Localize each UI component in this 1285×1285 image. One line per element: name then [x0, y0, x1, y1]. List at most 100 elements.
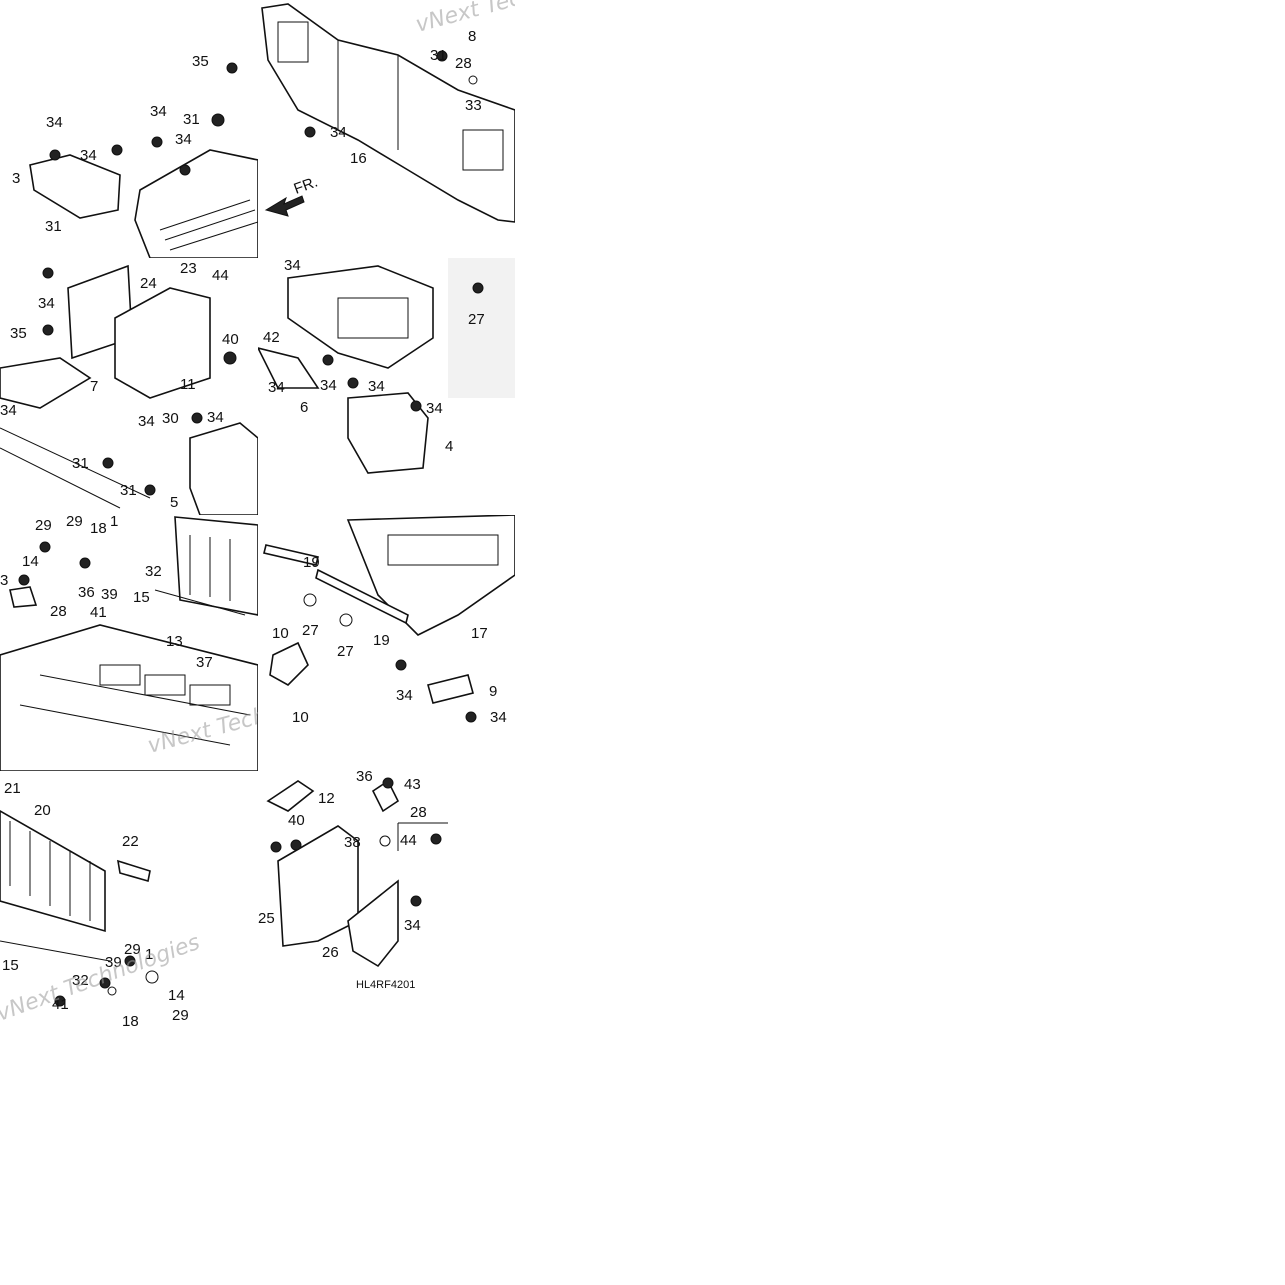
part-clip-10: [269, 641, 309, 686]
callout: 27: [468, 311, 485, 328]
callout: 34: [284, 258, 301, 274]
callout: 34: [46, 114, 63, 131]
diagram-tile-bottom-left: 21 20 22 15 39 29 1 32 41 14 29 18 vNext…: [0, 771, 258, 1028]
part-bracket-3: [29, 154, 121, 219]
callout: 25: [258, 910, 275, 927]
callout: 9: [489, 683, 497, 700]
callout: 10: [272, 625, 289, 642]
callout: 26: [322, 944, 339, 961]
callout: 8: [468, 28, 476, 45]
fastener: [151, 136, 163, 148]
callout: 34: [490, 709, 507, 726]
diagram-tile-bottom-right: 36 43 12 28 40 38 44 25 26 34 HL4RF4201: [258, 771, 515, 1028]
fastener: [79, 557, 91, 569]
washer: [339, 613, 353, 627]
callout: 11: [180, 376, 196, 393]
callout: 21: [4, 780, 21, 797]
washer: [468, 75, 478, 85]
part-rail-19b: [315, 568, 409, 625]
callout: 16: [350, 150, 367, 167]
upper-left-drawing: 35 34 34 34 34 31 3 31: [12, 53, 258, 258]
part-rail-7: [0, 357, 92, 409]
callout: 33: [465, 97, 482, 114]
callout: 44: [212, 267, 229, 284]
part-panel-26: [347, 879, 399, 968]
fastener: [304, 126, 316, 138]
fastener: [395, 659, 407, 671]
callout: 28: [410, 804, 427, 821]
callout: 36: [78, 584, 95, 601]
part-panel-16: [261, 3, 515, 223]
callout: 28: [50, 603, 67, 620]
callout: 34: [320, 377, 337, 394]
callout: 36: [356, 771, 373, 785]
callout: 41: [90, 604, 107, 621]
fastener: [179, 164, 191, 176]
callout: 14: [22, 553, 39, 570]
lower-right-drawing: 19 27 19 27 10 10 34 9 34 17: [263, 515, 515, 726]
callout: 38: [344, 834, 361, 851]
part-tailgate-20: [0, 810, 106, 933]
mid-right-drawing: 34 42 6 34 34 34 27 4 34: [258, 258, 515, 474]
fastener: [436, 50, 448, 62]
callout: 29: [124, 941, 141, 958]
callout: 34: [426, 400, 443, 417]
callout: 29: [172, 1007, 189, 1024]
bottom-right-drawing: 36 43 12 28 40 38 44 25 26 34 HL4RF4201: [258, 771, 448, 991]
callout: 34: [207, 409, 224, 426]
callout: 44: [400, 832, 417, 849]
callout: 34: [80, 147, 97, 164]
callout: 4: [445, 438, 453, 455]
callout: 20: [34, 802, 51, 819]
callout: 18: [90, 520, 107, 537]
callout: 31: [120, 482, 137, 499]
callout: 37: [196, 654, 213, 671]
callout: 32: [72, 972, 89, 989]
callout: 29: [66, 515, 83, 530]
bushing: [145, 970, 159, 984]
fastener: [270, 841, 282, 853]
lower-left-drawing: 29 29 18 1 14 36 39 32 3 28 41 15 13 37 …: [0, 515, 258, 771]
part-bed-floor: [0, 624, 258, 771]
diagram-tile-lower-left: 29 29 18 1 14 36 39 32 3 28 41 15 13 37 …: [0, 515, 258, 771]
fastener: [226, 62, 238, 74]
callout: 34: [0, 402, 17, 419]
part-panel-5: [189, 422, 258, 515]
fastener: [472, 282, 484, 294]
callout: 19: [303, 554, 320, 571]
diagram-code: HL4RF4201: [356, 979, 415, 991]
fastener: [322, 354, 334, 366]
callout: 31: [72, 455, 89, 472]
fastener: [42, 324, 54, 336]
callout: 1: [110, 515, 118, 530]
callout: 34: [396, 687, 413, 704]
callout: 6: [300, 399, 308, 416]
diagram-tile-mid-left: 34 24 23 44 34 35 7 40 11 30 34 34 31 31…: [0, 258, 258, 515]
callout: 23: [180, 260, 197, 277]
part-hook-28: [9, 586, 38, 608]
callout: 34: [138, 413, 155, 430]
callout: 27: [337, 643, 354, 660]
fastener: [144, 484, 156, 496]
part-guard-23: [114, 287, 211, 399]
fastener: [39, 541, 51, 553]
direction-label: FR.: [292, 174, 321, 198]
part-box-17: [346, 515, 515, 636]
callout: 31: [45, 218, 62, 235]
callout: 35: [10, 325, 27, 342]
diagram-tile-upper-left: 35 34 34 34 34 31 3 31: [0, 0, 258, 258]
callout: 35: [192, 53, 209, 70]
washer: [379, 835, 391, 847]
fastener: [42, 267, 54, 279]
fastener: [290, 839, 302, 851]
fastener: [410, 895, 422, 907]
callout: 43: [404, 776, 421, 793]
part-plate-9: [427, 674, 474, 704]
fastener: [211, 113, 225, 127]
diagram-tile-mid-right: 34 42 6 34 34 34 27 4 34: [258, 258, 515, 515]
callout: 22: [122, 833, 139, 850]
diagram-tile-upper-right: FR. vNext Technologies 16 34 31 28 33 8: [258, 0, 515, 258]
callout: 13: [166, 633, 183, 650]
washer: [303, 593, 317, 607]
